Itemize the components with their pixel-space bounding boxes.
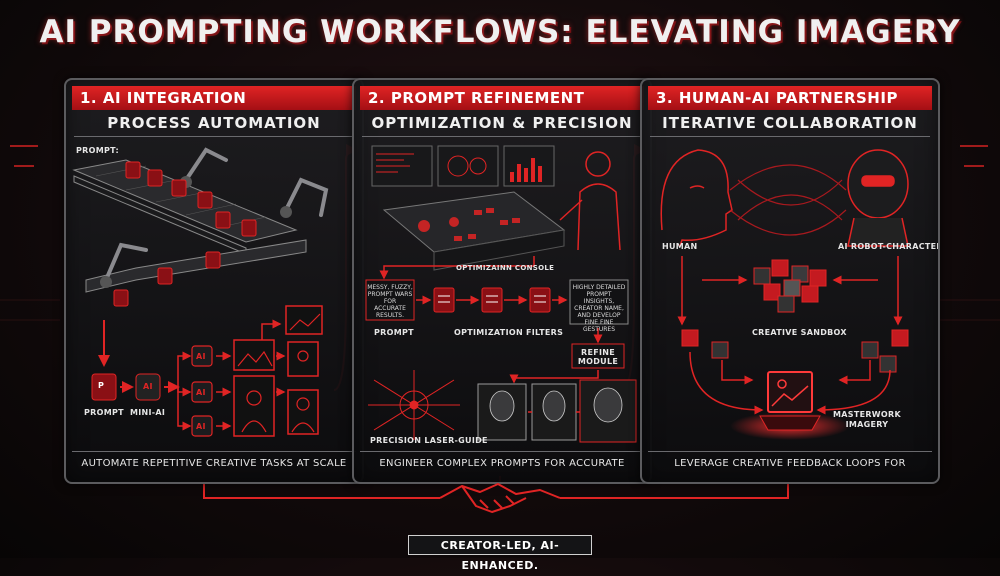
panel-subtitle: ITERATIVE COLLABORATION — [662, 114, 918, 132]
filters-label: OPTIMIZATION FILTERS — [454, 328, 564, 337]
panel-subtitle: PROCESS AUTOMATION — [107, 114, 321, 132]
detailed-prompt-text: HIGHLY DETAILED PROMPT INSIGHTS, CREATOR… — [572, 284, 626, 333]
page-title: AI PROMPTING WORKFLOWS: ELEVATING IMAGER… — [39, 14, 961, 50]
detailed-prompt-box — [569, 279, 629, 325]
mini-ai-label: MINI-AI — [130, 408, 166, 417]
panel-footer: LEVERAGE CREATIVE FEEDBACK LOOPS FOR SUP… — [648, 451, 932, 476]
ai-chip-icon — [191, 345, 213, 437]
divider — [74, 136, 354, 137]
prompt-cards — [113, 161, 257, 307]
mini-ai-icon — [135, 373, 161, 401]
ai-chip-label-1: AI — [196, 352, 206, 361]
ai-chip-label-2: AI — [196, 388, 206, 397]
mini-ai-icon-letter: AI — [143, 382, 153, 391]
divider — [362, 136, 642, 137]
panel-footer: AUTOMATE REPETITIVE CREATIVE TASKS AT SC… — [72, 451, 356, 476]
panel-prompt-refinement: 2. PROMPT REFINEMENT OPTIMIZATION & PREC… — [352, 78, 652, 484]
human-label: HUMAN — [662, 242, 698, 251]
messy-prompt-text: MESSY, FUZZY, PROMPT WARS FOR ACCURATE R… — [367, 284, 413, 319]
automation-illustration — [72, 147, 329, 437]
panel-header: 2. PROMPT REFINEMENT — [360, 86, 644, 110]
prompt-label: PROMPT — [374, 328, 414, 337]
robot-head-icon — [847, 149, 909, 247]
prompt-label: PROMPT — [84, 408, 124, 417]
robot-label: AI ROBOT-CHARACTER — [838, 242, 940, 251]
divider — [650, 136, 930, 137]
document-filter-icon — [433, 287, 551, 313]
panel-subtitle: OPTIMIZATION & PRECISION — [371, 114, 633, 132]
image-frame-icon — [233, 305, 323, 437]
sandbox-label: CREATIVE SANDBOX — [752, 328, 847, 337]
laser-target-icon — [368, 370, 460, 440]
prompt-top-label: PROMPT: — [76, 146, 119, 155]
conveyor-belt — [72, 159, 307, 293]
panel-footer: ENGINEER COMPLEX PROMPTS FOR ACCURATE RE… — [360, 451, 644, 476]
partnership-illustration — [660, 149, 909, 440]
prompt-icon-letter: P — [98, 381, 105, 390]
infographic: AI PROMPTING WORKFLOWS: ELEVATING IMAGER… — [0, 14, 1000, 572]
masterwork-label: MASTERWORK IMAGERY — [833, 410, 901, 429]
console-label: OPTIMIZAINN CONSOLE — [456, 264, 555, 272]
tagline-badge: CREATOR-LED, AI-ENHANCED. — [408, 535, 592, 572]
masterwork-frame-icon — [767, 371, 813, 413]
panel-human-ai-partnership: 3. HUMAN-AI PARTNERSHIP ITERATIVE COLLAB… — [640, 78, 940, 484]
messy-prompt-box — [365, 279, 415, 321]
human-head-icon — [660, 149, 733, 247]
panel-header: 3. HUMAN-AI PARTNERSHIP — [648, 86, 932, 110]
panel-header: 1. AI INTEGRATION — [72, 86, 356, 110]
refinement-illustration — [365, 145, 637, 443]
refine-module-box — [571, 343, 625, 369]
operator-figure — [559, 151, 621, 251]
prompt-icon — [91, 373, 117, 401]
ai-chip-label-3: AI — [196, 422, 206, 431]
cube-icon — [681, 259, 909, 373]
refine-module-label: REFINE MODULE — [577, 348, 619, 366]
laser-label: PRECISION LASER-GUIDE — [370, 436, 488, 445]
panel-ai-integration: 1. AI INTEGRATION PROCESS AUTOMATION — [64, 78, 364, 484]
robot-arm-icon — [104, 147, 329, 282]
